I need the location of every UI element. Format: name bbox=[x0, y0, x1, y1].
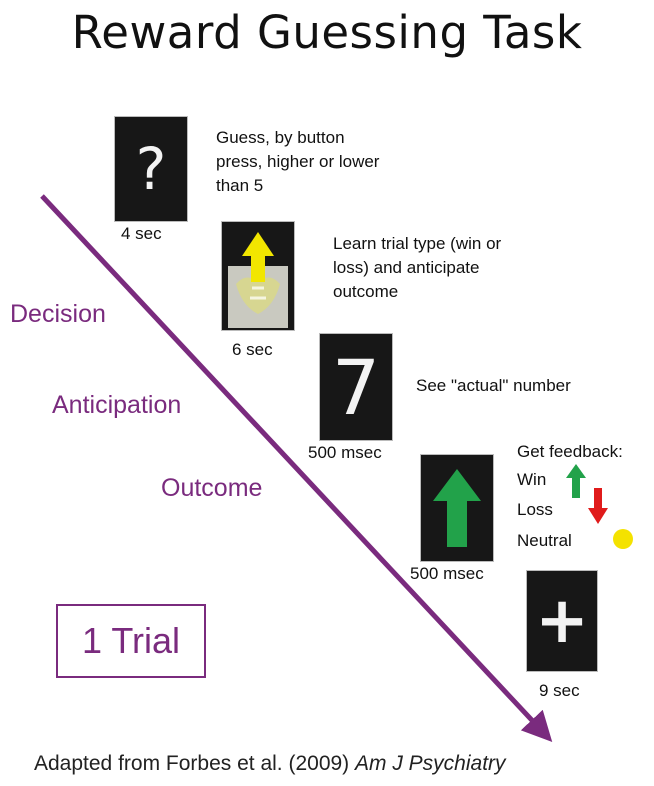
citation: Adapted from Forbes et al. (2009) Am J P… bbox=[34, 752, 506, 776]
stimulus-question-mark: ? bbox=[114, 116, 188, 222]
citation-prefix: Adapted from Forbes et al. (2009) bbox=[34, 752, 355, 775]
stimulus-feedback-arrow bbox=[420, 454, 494, 562]
citation-journal: Am J Psychiatry bbox=[355, 752, 506, 775]
description-step-3: See "actual" number bbox=[416, 376, 571, 395]
feedback-neutral-label: Neutral bbox=[517, 531, 572, 550]
phase-outcome: Outcome bbox=[161, 474, 263, 502]
feedback-loss-label: Loss bbox=[517, 500, 553, 519]
feedback-win-label: Win bbox=[517, 470, 547, 489]
page-title: Reward Guessing Task bbox=[71, 6, 583, 59]
stimulus-anticipation-arrow bbox=[221, 221, 295, 331]
duration-step-5: 9 sec bbox=[539, 681, 580, 700]
phase-anticipation: Anticipation bbox=[52, 391, 182, 419]
phase-decision: Decision bbox=[10, 300, 106, 328]
plus-icon: + bbox=[535, 584, 589, 658]
loss-arrow-icon bbox=[588, 488, 608, 524]
duration-step-2: 6 sec bbox=[232, 340, 273, 359]
yellow-arrow-icon bbox=[228, 232, 288, 328]
duration-step-3: 500 msec bbox=[308, 443, 382, 462]
neutral-circle-icon bbox=[613, 529, 633, 549]
trial-label: 1 Trial bbox=[81, 620, 181, 661]
stimulus-fixation-cross: + bbox=[526, 570, 598, 672]
green-arrow-icon bbox=[433, 469, 481, 547]
duration-step-4: 500 msec bbox=[410, 564, 484, 583]
win-arrow-icon bbox=[566, 464, 586, 498]
description-step-2: Learn trial type (win or loss) and antic… bbox=[333, 234, 502, 301]
stimulus-number: 7 bbox=[319, 333, 393, 441]
description-step-1: Guess, by button press, higher or lower … bbox=[216, 128, 380, 195]
description-step-4: Get feedback: bbox=[517, 442, 623, 461]
trial-label-box: 1 Trial bbox=[56, 604, 206, 678]
duration-step-1: 4 sec bbox=[121, 224, 162, 243]
